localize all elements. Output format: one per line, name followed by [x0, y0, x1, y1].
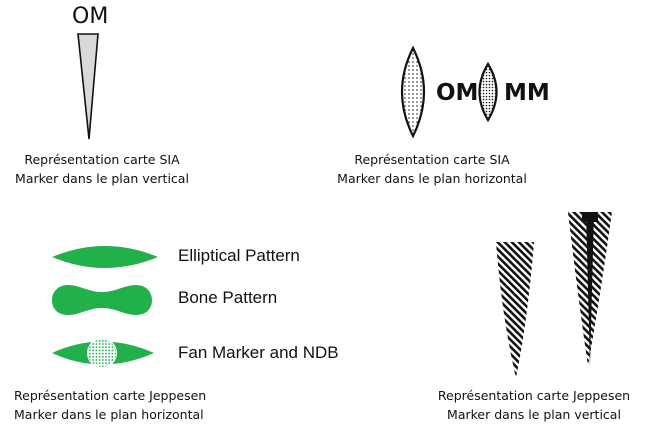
sia-horizontal-caption: Représentation carte SIA Marker dans le …: [330, 150, 534, 188]
bone-pattern-icon: [52, 285, 152, 315]
jeppesen-vertical-fan-right-icon: [568, 212, 612, 366]
mm-horizontal-lens-icon: [478, 61, 498, 123]
om-vertical-label: OM: [72, 4, 109, 29]
sia-vertical-caption-line1: Représentation carte SIA: [24, 152, 180, 167]
sia-vertical-caption: Représentation carte SIA Marker dans le …: [0, 150, 204, 188]
elliptical-pattern-icon: [52, 246, 158, 268]
jeppesen-vertical-caption-line2: Marker dans le plan vertical: [447, 407, 621, 422]
jeppesen-vertical-fan-left-icon: [496, 242, 534, 378]
om-horizontal-label: OM: [436, 80, 479, 106]
sia-horizontal-caption-line2: Marker dans le plan horizontal: [337, 171, 527, 186]
bone-pattern-label: Bone Pattern: [178, 288, 278, 307]
jeppesen-horizontal-caption: Représentation carte Jeppesen Marker dan…: [14, 386, 218, 424]
jeppesen-vertical-caption: Représentation carte Jeppesen Marker dan…: [432, 386, 636, 424]
jeppesen-horizontal-caption-line2: Marker dans le plan horizontal: [14, 407, 204, 422]
fan-marker-ndb-icon: [52, 338, 154, 368]
jeppesen-vertical-caption-line1: Représentation carte Jeppesen: [437, 388, 631, 403]
sia-horizontal-markers: [400, 45, 498, 139]
om-horizontal-lens-icon: [400, 45, 426, 139]
om-vertical-cone-icon: [77, 33, 99, 140]
jeppesen-horizontal-caption-line1: Représentation carte Jeppesen: [14, 388, 207, 403]
sia-vertical-caption-line2: Marker dans le plan vertical: [15, 171, 189, 186]
fan-marker-ndb-label: Fan Marker and NDB: [178, 343, 339, 362]
mm-horizontal-label: MM: [504, 80, 550, 106]
jeppesen-vertical-markers: [496, 212, 612, 378]
sia-horizontal-caption-line1: Représentation carte SIA: [354, 152, 510, 167]
elliptical-pattern-label: Elliptical Pattern: [178, 246, 300, 265]
